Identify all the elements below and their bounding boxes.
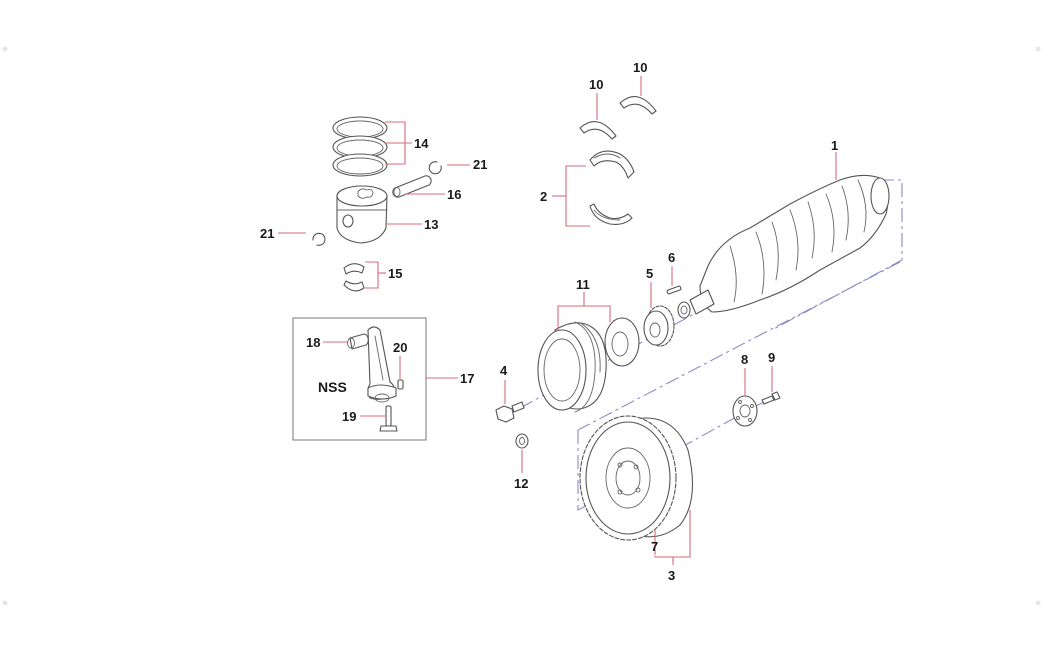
- pulley-bolt: [495, 401, 525, 423]
- callout-21-left: 21: [260, 226, 274, 241]
- callout-11: 11: [576, 277, 590, 292]
- crankshaft-pulley: [537, 321, 607, 413]
- axis-crank-bracket: [771, 179, 903, 331]
- corner-mark-top-left: [2, 46, 8, 52]
- snap-ring-left: [312, 232, 326, 246]
- leader-15-bracket: [365, 261, 379, 289]
- callout-8: 8: [741, 352, 748, 367]
- callout-13: 13: [424, 217, 438, 232]
- callout-5: 5: [646, 266, 653, 281]
- thrust-washer-left: [579, 121, 617, 140]
- crankshaft-gear: [643, 305, 675, 347]
- flywheel: [579, 415, 693, 541]
- main-bearing-lower: [589, 203, 633, 225]
- callout-7: 7: [651, 539, 658, 554]
- callout-21-right: 21: [473, 157, 487, 172]
- conrod-box-frame: [292, 317, 427, 441]
- corner-mark-bottom-left: [2, 600, 8, 606]
- crankshaft: [677, 174, 890, 319]
- leader-2-bracket: [565, 165, 590, 227]
- flywheel-bolt: [761, 391, 781, 405]
- piston: [336, 185, 388, 244]
- nss-note: NSS: [318, 379, 347, 395]
- callout-9: 9: [768, 350, 775, 365]
- callout-17: 17: [460, 371, 474, 386]
- callout-18: 18: [306, 335, 320, 350]
- callout-19: 19: [342, 409, 356, 424]
- axis-crank-to-flywheel: [577, 261, 901, 431]
- piston-pin: [392, 175, 432, 198]
- axis-flywheel-to-plate: [679, 414, 741, 449]
- flywheel-plate: [732, 395, 758, 427]
- washer: [515, 433, 529, 449]
- snap-ring-right: [428, 161, 442, 175]
- connecting-rod: [367, 326, 397, 403]
- callout-12: 12: [514, 476, 528, 491]
- corner-mark-top-right: [1035, 46, 1041, 52]
- thrust-washer-right: [619, 96, 657, 115]
- crankshaft-washer: [604, 317, 640, 367]
- callout-20: 20: [393, 340, 407, 355]
- corner-marks: [2, 46, 1041, 606]
- callout-14: 14: [414, 136, 429, 151]
- main-bearing-shells: [589, 150, 635, 225]
- callout-16: 16: [447, 187, 461, 202]
- callout-15: 15: [388, 266, 402, 281]
- connecting-rod-box: 18 20 NSS 19 17: [292, 317, 474, 441]
- callout-6: 6: [668, 250, 675, 265]
- callout-1: 1: [831, 138, 838, 153]
- conrod-bolt: [379, 405, 398, 432]
- callout-3: 3: [668, 568, 675, 583]
- thrust-washers: 10 10: [579, 60, 657, 140]
- small-end-bushing: [347, 333, 369, 350]
- main-bearing-upper: [589, 150, 635, 179]
- callout-4: 4: [500, 363, 508, 378]
- callout-2: 2: [540, 189, 547, 204]
- corner-mark-bottom-right: [1035, 600, 1041, 606]
- piston-group: 14 21 16 13 21 15: [260, 116, 487, 292]
- callout-10-left: 10: [589, 77, 603, 92]
- callout-10-right: 10: [633, 60, 647, 75]
- dowel-pin: [397, 379, 404, 390]
- piston-rings: [332, 116, 388, 177]
- woodruff-key: [666, 285, 682, 295]
- conrod-bearing-shells: [343, 263, 365, 292]
